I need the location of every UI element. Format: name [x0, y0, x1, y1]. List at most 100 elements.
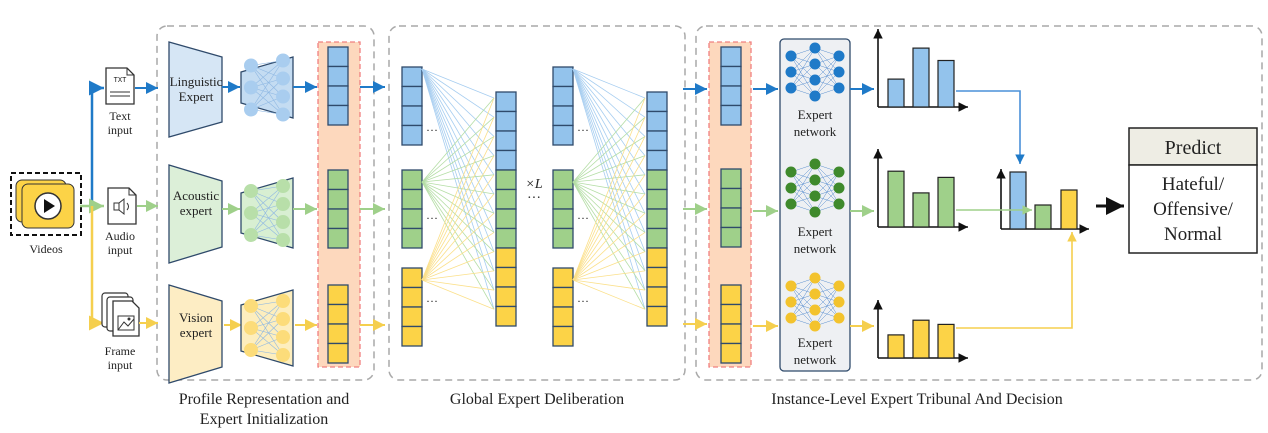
token-cell: [495, 227, 517, 249]
svg-text:Vision: Vision: [179, 310, 213, 325]
feature-token-stack-audio: [552, 169, 574, 249]
token-cell: [646, 110, 668, 132]
token-cell: [720, 104, 742, 126]
audio-input-label: Audio: [105, 229, 135, 243]
bar: [912, 192, 930, 228]
neuron: [833, 280, 845, 292]
videos-label: Videos: [29, 242, 63, 256]
neuron: [785, 312, 797, 324]
token-cell: [646, 130, 668, 152]
attention-edge: [572, 251, 646, 281]
image-frames-icon: [101, 292, 140, 337]
fused-decision: [996, 169, 1089, 234]
token-cell: [401, 169, 423, 191]
expert-network-icon-audio: [785, 158, 845, 218]
mini-neural-net-vision: [240, 289, 294, 367]
token-cell: [552, 66, 574, 88]
expert-network-label: Expert: [798, 107, 833, 122]
token-cell: [720, 226, 742, 248]
expert-network-icon-text: [785, 42, 845, 102]
token-cell: [327, 104, 349, 126]
neuron: [785, 280, 797, 292]
mini-neural-net-audio: [240, 177, 294, 249]
neuron: [244, 206, 258, 220]
attention-edge: [572, 174, 646, 281]
ellipsis: ···: [426, 211, 438, 225]
layer-dots: ···: [527, 191, 541, 206]
text-input-label: Text: [109, 109, 131, 123]
attention-edge: [572, 136, 646, 281]
token-cell: [552, 325, 574, 347]
bar: [1034, 204, 1052, 230]
neuron: [809, 272, 821, 284]
attention-edge: [572, 232, 646, 281]
neuron: [809, 74, 821, 86]
attention-edge: [572, 97, 646, 281]
ellipsis: ···: [426, 123, 438, 137]
audio-input-label-2: input: [108, 243, 133, 257]
feature-token-stack-audio: [401, 169, 423, 249]
attention-edge: [421, 97, 495, 183]
neuron: [276, 107, 290, 122]
token-cell: [327, 169, 349, 191]
feature-token-stack-audio: [720, 168, 742, 248]
expert-network-icon-vision: [785, 272, 845, 332]
attention-edge: [572, 68, 646, 233]
attention-edge: [572, 117, 646, 281]
attention-edge: [421, 68, 495, 291]
token-cell: [401, 66, 423, 88]
bar: [887, 170, 905, 228]
token-cell: [646, 227, 668, 249]
attention-edge: [572, 68, 646, 118]
attention-edge: [572, 68, 646, 99]
token-cell: [401, 267, 423, 289]
audio-file-icon: [107, 187, 137, 225]
attention-edge: [421, 68, 495, 99]
attention-edge: [572, 68, 646, 176]
neuron: [276, 233, 290, 247]
attention-edge: [572, 181, 646, 272]
neuron: [809, 190, 821, 202]
caption-profile: Profile Representation and: [179, 391, 350, 408]
feature-token-stack-vision: [401, 267, 423, 347]
linguistic-expert-encoder: Linguistic Expert: [168, 41, 223, 138]
merged-token-stack: [646, 91, 668, 327]
caption-instance: Instance-Level Expert Tribunal And Decis…: [771, 391, 1063, 408]
token-cell: [327, 284, 349, 306]
token-cell: [552, 169, 574, 191]
expert-network-label: network: [794, 124, 837, 139]
token-cell: [401, 286, 423, 308]
neuron: [276, 215, 290, 229]
token-cell: [327, 188, 349, 210]
neuron: [244, 58, 258, 73]
attention-edge: [572, 68, 646, 214]
token-cell: [327, 208, 349, 230]
attention-edge: [572, 97, 646, 183]
token-cell: [401, 208, 423, 230]
token-cell: [720, 207, 742, 229]
neuron: [809, 58, 821, 70]
token-cell: [327, 227, 349, 249]
token-cell: [646, 305, 668, 327]
token-cell: [646, 188, 668, 210]
svg-text:Expert: Expert: [179, 89, 214, 104]
feature-token-stack-text: [720, 46, 742, 126]
token-cell: [495, 188, 517, 210]
token-cell: [720, 46, 742, 68]
token-cell: [401, 105, 423, 127]
attention-edge: [421, 279, 495, 291]
token-cell: [495, 110, 517, 132]
token-cell: [401, 85, 423, 107]
neuron: [809, 158, 821, 170]
neuron: [276, 294, 290, 308]
token-cell: [720, 168, 742, 190]
neuron: [809, 42, 821, 54]
token-cell: [495, 169, 517, 191]
attention-edge: [421, 68, 495, 137]
attention-edge: [421, 193, 495, 281]
svg-text:expert: expert: [180, 203, 213, 218]
text-file-icon: TXT: [105, 67, 135, 105]
token-cell: [720, 323, 742, 345]
token-cell: [552, 188, 574, 210]
